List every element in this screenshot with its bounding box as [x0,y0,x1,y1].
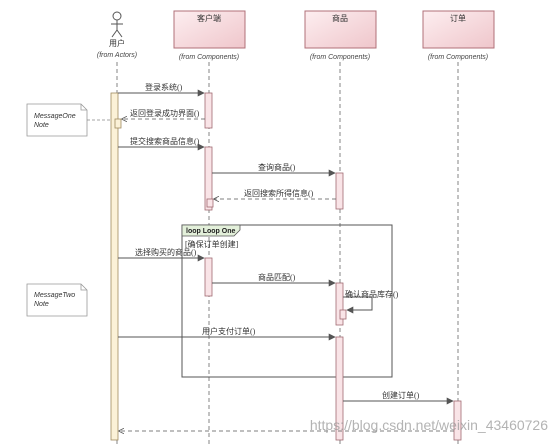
activation-user [110,92,119,441]
participant-product: 商品 (from Components) [304,10,377,61]
participant-source: (from Components) [179,54,239,61]
note-text-line1: MessageOne [34,113,76,120]
loop-frame [181,224,393,378]
participant-name: 订单 [450,13,466,23]
loop-tag [181,224,241,237]
participant-name: 客户端 [197,13,221,23]
participant-source: (from Components) [310,54,370,61]
message-match-product: 商品匹配() [212,272,336,287]
message-create-order: 创建订单() [343,390,454,405]
activation-product-1 [335,172,344,210]
actor-name: 用户 [109,38,125,48]
activation-client-2b [206,198,214,208]
participant-client: 客户端 (from Components) [173,10,246,61]
message-login-return: 返回登录成功界面() [122,108,205,119]
participant-box [173,10,246,49]
message-label: 商品匹配() [258,272,296,282]
message-search-return: 返回搜索所得信息() [214,188,336,199]
message-label: 查询商品() [258,162,296,172]
note-text-line2: Note [34,122,49,129]
message-pay-order: 用户支付订单() [118,326,336,341]
activation-product-2 [335,282,344,326]
message-label: 返回搜索所得信息() [244,188,314,198]
message-label: 返回登录成功界面() [130,108,200,118]
activation-user-self [114,118,122,129]
message-label: 提交搜索商品信息() [130,136,200,146]
message-submit-search: 提交搜索商品信息() [118,136,205,151]
loop-fragment: loop Loop One [确保订单创建] [181,224,393,378]
loop-tag-label: loop Loop One [186,228,235,235]
stick-figure-icon [111,11,123,38]
message-label: 确认商品库存() [345,289,399,299]
loop-guard: [确保订单创建] [185,239,239,249]
participant-order: 订单 (from Components) [422,10,495,61]
participant-box [304,10,377,49]
note-text-line2: Note [34,301,49,308]
activation-client-3 [204,257,213,297]
note-text-line1: MessageTwo [34,292,75,299]
message-label: 用户支付订单() [202,326,256,336]
activation-order [453,400,462,441]
participant-box [422,10,495,49]
activation-client-2 [204,146,213,211]
note-message-two[interactable]: MessageTwo Note [26,283,88,317]
message-label: 选择购买的商品() [135,247,197,257]
message-choose-product: 选择购买的商品() [118,247,205,262]
activation-product-2b [339,309,347,320]
note-message-one[interactable]: MessageOne Note [26,103,88,137]
watermark: https://blog.csdn.net/weixin_43460726 [310,417,548,433]
actor-user: 用户 (from Actors) [97,11,137,59]
activation-client-1 [204,92,213,129]
message-login: 登录系统() [118,82,205,97]
activation-product-3 [335,336,344,441]
actor-source: (from Actors) [97,52,137,59]
message-label: 登录系统() [145,82,183,92]
participant-name: 商品 [332,13,348,23]
message-confirm-stock: 确认商品库存() [343,289,399,314]
participant-source: (from Components) [428,54,488,61]
message-label: 创建订单() [382,390,420,400]
message-query-product: 查询商品() [212,162,336,177]
